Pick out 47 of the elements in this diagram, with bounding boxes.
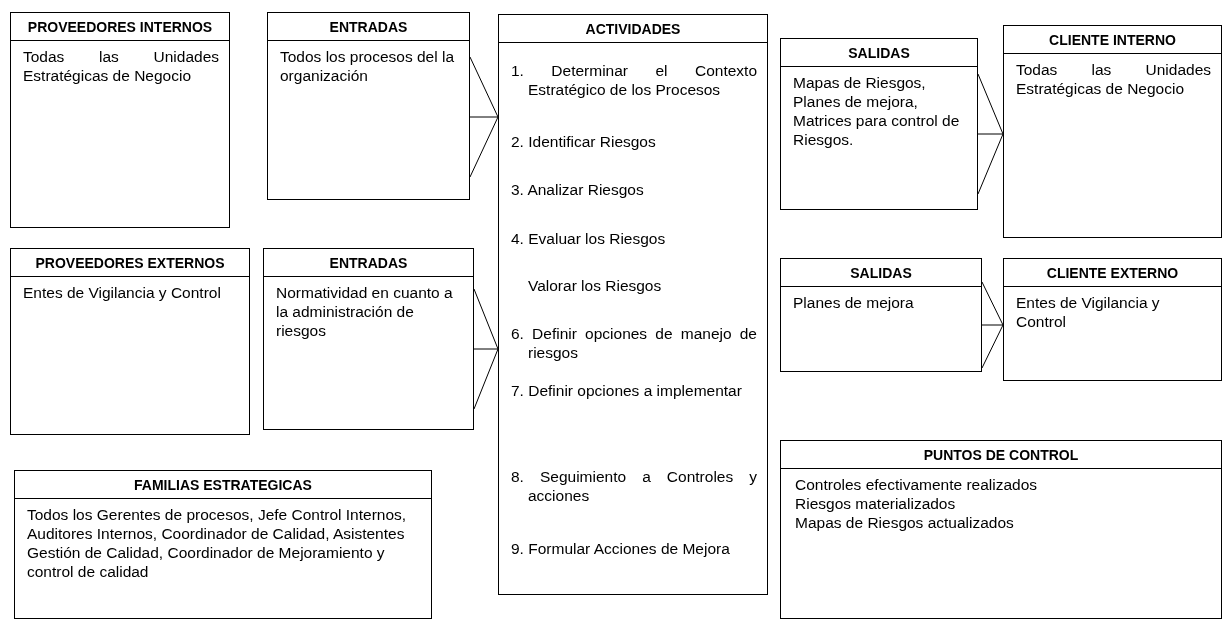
box-heading: ENTRADAS [264,249,473,277]
box-heading: PUNTOS DE CONTROL [781,441,1221,469]
box-text: Todas las Unidades Estratégicas de Negocio [22,47,220,85]
box-heading: PROVEEDORES EXTERNOS [11,249,249,277]
customer-box [1003,25,1222,238]
activity-item: 9. Formular Acciones de Mejora [511,539,731,558]
chevron-arrow [981,281,1004,369]
activity-item: 6. Definir opciones de manejo de riesgos [511,324,757,362]
box-text: Todos los Gerentes de procesos, Jefe Control Internos, Auditores Internos, Coordinador de Calidad, Asistentes Gestión de Calidad, Coordinador de Mejoramiento y control de calidad [26,505,408,581]
box-text: Entes de Vigilancia y Control [22,283,222,302]
supplier-box [10,12,230,228]
control-point-text: Mapas de Riesgos actualizados [794,513,1015,532]
box-text: Todas las Unidades Estratégicas de Negocio [1015,60,1212,98]
box-heading: SALIDAS [781,39,977,67]
chevron-arrow [977,73,1004,195]
activity-item: 3. Analizar Riesgos [511,180,645,199]
box-heading: FAMILIAS ESTRATEGICAS [15,471,431,499]
activity-item: 2. Identificar Riesgos [511,132,657,151]
input-box [267,12,470,200]
chevron-arrow [469,56,499,178]
box-text: Planes de mejora [792,293,915,312]
control-point-text: Riesgos materializados [794,494,957,513]
box-text: Normatividad en cuanto a la administración de riesgos [275,283,454,340]
control-points-box [780,440,1222,619]
box-heading: SALIDAS [781,259,981,287]
activity-item: 7. Definir opciones a implementar [511,381,743,400]
box-text: Entes de Vigilancia y Control [1015,293,1161,331]
box-heading: CLIENTE EXTERNO [1004,259,1221,287]
activity-item: 8. Seguimiento a Controles y acciones [511,467,757,505]
box-heading: CLIENTE INTERNO [1004,26,1221,54]
box-heading: ACTIVIDADES [499,15,767,43]
box-text: Todos los procesos del la organización [279,47,456,85]
chevron-arrow [473,288,499,410]
supplier-box [10,248,250,435]
box-heading: ENTRADAS [268,13,469,41]
team-box [14,470,432,619]
control-point-text: Controles efectivamente realizados [794,475,1039,494]
box-text: Mapas de Riesgos, Planes de mejora, Matrices para control de Riesgos. [792,73,961,149]
box-heading: PROVEEDORES INTERNOS [11,13,229,41]
activity-item: Valorar los Riesgos [527,276,663,295]
customer-box [1003,258,1222,381]
output-box [780,258,982,372]
activity-item: 4. Evaluar los Riesgos [511,229,667,248]
activities-box [498,14,768,595]
activity-item: 1. Determinar el Contexto Estratégico de los Procesos [511,61,757,99]
input-box [263,248,474,430]
output-box [780,38,978,210]
